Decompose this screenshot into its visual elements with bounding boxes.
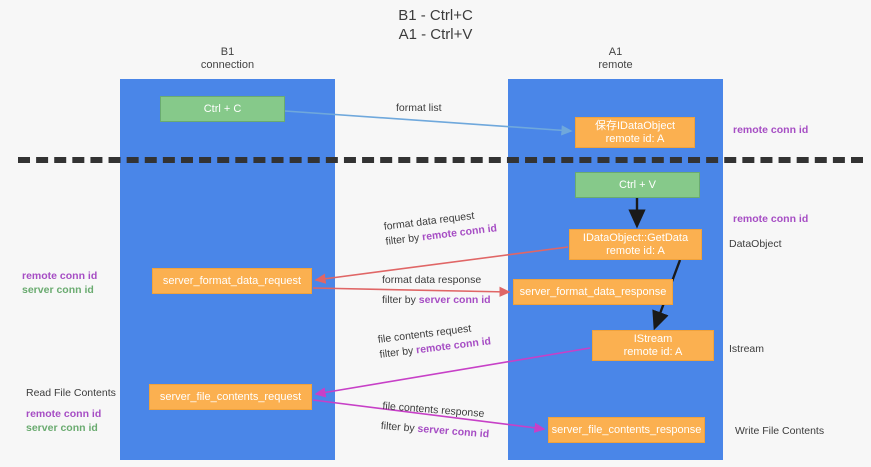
annotation-right-remote-conn-id-mid-text: remote conn id bbox=[733, 213, 809, 225]
swimlane-a1-name: A1 bbox=[608, 46, 623, 58]
node-ctrl-v[interactable]: Ctrl + V bbox=[575, 172, 700, 198]
arrow-label-file-contents-response: file contents response filter by server … bbox=[380, 399, 491, 442]
node-server-file-contents-request-label: server_file_contents_request bbox=[159, 390, 302, 403]
arrow-label-format-data-response-prefix: filter by bbox=[382, 294, 419, 306]
annotation-read-server-conn-id: server conn id bbox=[26, 422, 98, 434]
node-istream-remoteid: remote id: A bbox=[623, 345, 683, 358]
node-istream-label: IStream bbox=[633, 332, 673, 345]
node-ctrl-c[interactable]: Ctrl + C bbox=[160, 96, 285, 122]
node-ctrl-v-label: Ctrl + V bbox=[619, 178, 656, 191]
annotation-write-file-contents-text: Write File Contents bbox=[735, 425, 825, 437]
node-server-format-data-response-label: server_format_data_response bbox=[519, 285, 667, 298]
arrow-label-file-contents-response-prefix: filter by bbox=[380, 419, 419, 435]
swimlane-b1-subtitle: connection bbox=[200, 59, 255, 71]
annotation-left-remote-conn-id: remote conn id bbox=[22, 270, 98, 282]
arrow-label-format-data-request-prefix: filter by bbox=[384, 231, 423, 248]
annotation-left-conn-ids: remote conn id server conn id bbox=[22, 269, 97, 297]
arrow-label-file-contents-response-line1: file contents response bbox=[381, 399, 485, 420]
arrow-label-file-contents-request-prefix: filter by bbox=[378, 344, 417, 361]
annotation-dataobject: DataObject bbox=[729, 237, 782, 251]
annotation-read-file-contents: Read File Contents remote conn id server… bbox=[26, 386, 116, 435]
annotation-dataobject-text: DataObject bbox=[729, 238, 782, 250]
arrow-label-format-data-request: format data request filter by remote con… bbox=[383, 206, 498, 249]
phase-divider bbox=[18, 157, 863, 163]
node-server-format-data-response[interactable]: server_format_data_response bbox=[513, 279, 673, 305]
annotation-write-file-contents: Write File Contents bbox=[735, 424, 824, 438]
node-idataobject-getdata-remoteid: remote id: A bbox=[606, 244, 665, 257]
arrow-label-format-data-response-line1: format data response bbox=[382, 274, 482, 286]
node-ctrl-c-label: Ctrl + C bbox=[203, 102, 242, 115]
node-istream[interactable]: IStream remote id: A bbox=[592, 330, 714, 361]
arrow-label-format-list: format list bbox=[396, 101, 442, 116]
node-server-format-data-request[interactable]: server_format_data_request bbox=[152, 268, 312, 294]
swimlane-b1-name: B1 bbox=[220, 46, 235, 58]
node-server-file-contents-response[interactable]: server_file_contents_response bbox=[548, 417, 705, 443]
arrow-label-format-list-line1: format list bbox=[396, 102, 442, 114]
annotation-istream: Istream bbox=[729, 342, 764, 356]
node-idataobject-getdata-label: IDataObject::GetData bbox=[582, 231, 689, 244]
node-server-format-data-request-label: server_format_data_request bbox=[162, 274, 302, 287]
annotation-istream-text: Istream bbox=[729, 343, 765, 355]
diagram-title-line1: B1 - Ctrl+C bbox=[398, 7, 473, 24]
arrow-label-format-data-response-filter: server conn id bbox=[418, 294, 491, 306]
annotation-read-remote-conn-id: remote conn id bbox=[26, 408, 102, 420]
arrow-label-file-contents-request: file contents request filter by remote c… bbox=[377, 319, 492, 362]
annotation-right-remote-conn-id-top-text: remote conn id bbox=[733, 124, 809, 136]
node-save-idataobject-label: 保存IDataObject bbox=[594, 119, 676, 132]
annotation-read-file-contents-title: Read File Contents bbox=[26, 387, 116, 399]
arrow-label-format-data-response: format data response filter by server co… bbox=[382, 273, 491, 308]
node-server-file-contents-response-label: server_file_contents_response bbox=[551, 423, 702, 436]
node-server-file-contents-request[interactable]: server_file_contents_request bbox=[149, 384, 312, 410]
node-idataobject-getdata[interactable]: IDataObject::GetData remote id: A bbox=[569, 229, 702, 260]
diagram-title-line2: A1 - Ctrl+V bbox=[398, 26, 473, 43]
swimlane-a1-header: A1 remote bbox=[508, 46, 723, 72]
annotation-right-remote-conn-id-mid: remote conn id bbox=[733, 212, 808, 226]
annotation-right-remote-conn-id-top: remote conn id bbox=[733, 123, 808, 137]
arrow-label-file-contents-response-filter: server conn id bbox=[417, 422, 490, 441]
node-save-idataobject[interactable]: 保存IDataObject remote id: A bbox=[575, 117, 695, 148]
annotation-left-server-conn-id: server conn id bbox=[22, 284, 94, 296]
node-save-idataobject-remoteid: remote id: A bbox=[605, 132, 665, 145]
swimlane-a1-subtitle: remote bbox=[598, 59, 633, 71]
swimlane-b1-header: B1 connection bbox=[120, 46, 335, 72]
diagram-title: B1 - Ctrl+C A1 - Ctrl+V bbox=[0, 6, 871, 44]
